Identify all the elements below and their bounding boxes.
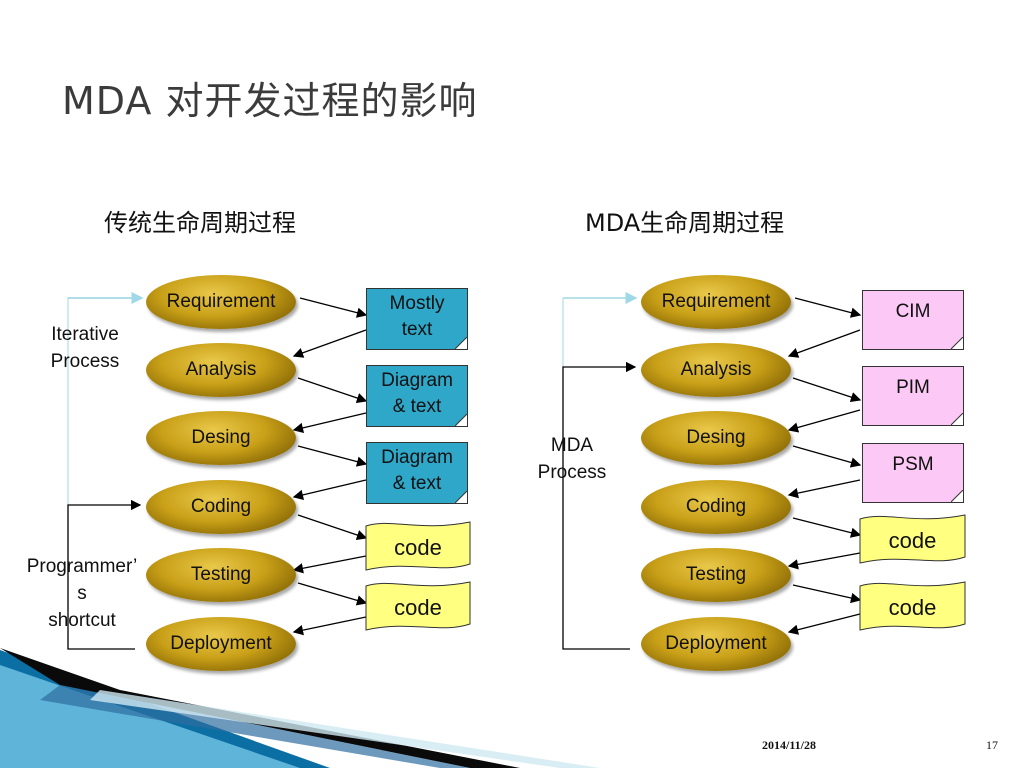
- iterative-process-label: Iterative Process: [50, 324, 120, 372]
- left-phase-coding: Coding: [146, 480, 296, 534]
- left-artifact-code-1: code: [394, 535, 442, 560]
- artifact-label: Mostly text: [389, 293, 445, 340]
- footer-date: 2014/11/28: [762, 738, 817, 752]
- left-artifact-diagram-text-2: Diagram & text: [366, 442, 468, 504]
- page-title: MDA 对开发过程的影响: [62, 79, 478, 123]
- left-phase-requirement: Requirement: [146, 275, 296, 329]
- left-phase-analysis: Analysis: [146, 343, 296, 397]
- right-phase-design: Desing: [641, 411, 791, 465]
- left-artifact-diagram-text-1: Diagram & text: [366, 365, 468, 427]
- right-artifact-code-2: code: [888, 595, 937, 620]
- left-phase-deployment: Deployment: [146, 617, 296, 671]
- right-artifact-code-1: code: [888, 528, 937, 553]
- right-phase-testing: Testing: [641, 548, 791, 602]
- right-subtitle: MDA生命周期过程: [585, 209, 785, 237]
- left-subtitle: 传统生命周期过程: [104, 209, 296, 237]
- left-artifact-code-2: code: [394, 595, 442, 620]
- right-phase-coding: Coding: [641, 480, 791, 534]
- artifact-label: PIM: [896, 377, 930, 398]
- left-phase-testing: Testing: [146, 548, 296, 602]
- right-artifact-cim: CIM: [862, 290, 964, 350]
- artifact-label: CIM: [895, 301, 931, 322]
- right-phase-requirement: Requirement: [641, 275, 791, 329]
- artifact-label: Diagram & text: [381, 447, 453, 494]
- right-phase-deployment: Deployment: [641, 617, 791, 671]
- left-phase-design: Desing: [146, 411, 296, 465]
- right-artifact-psm: PSM: [862, 443, 964, 503]
- artifact-label: PSM: [892, 454, 934, 475]
- right-phase-analysis: Analysis: [641, 343, 791, 397]
- right-artifact-pim: PIM: [862, 366, 964, 426]
- programmers-shortcut-label: Programmer’ s shortcut: [26, 556, 138, 631]
- page-number: 17: [986, 738, 998, 752]
- left-artifact-mostly-text: Mostly text: [366, 288, 468, 350]
- mda-process-label: MDA Process: [537, 435, 607, 483]
- artifact-label: Diagram & text: [381, 370, 453, 417]
